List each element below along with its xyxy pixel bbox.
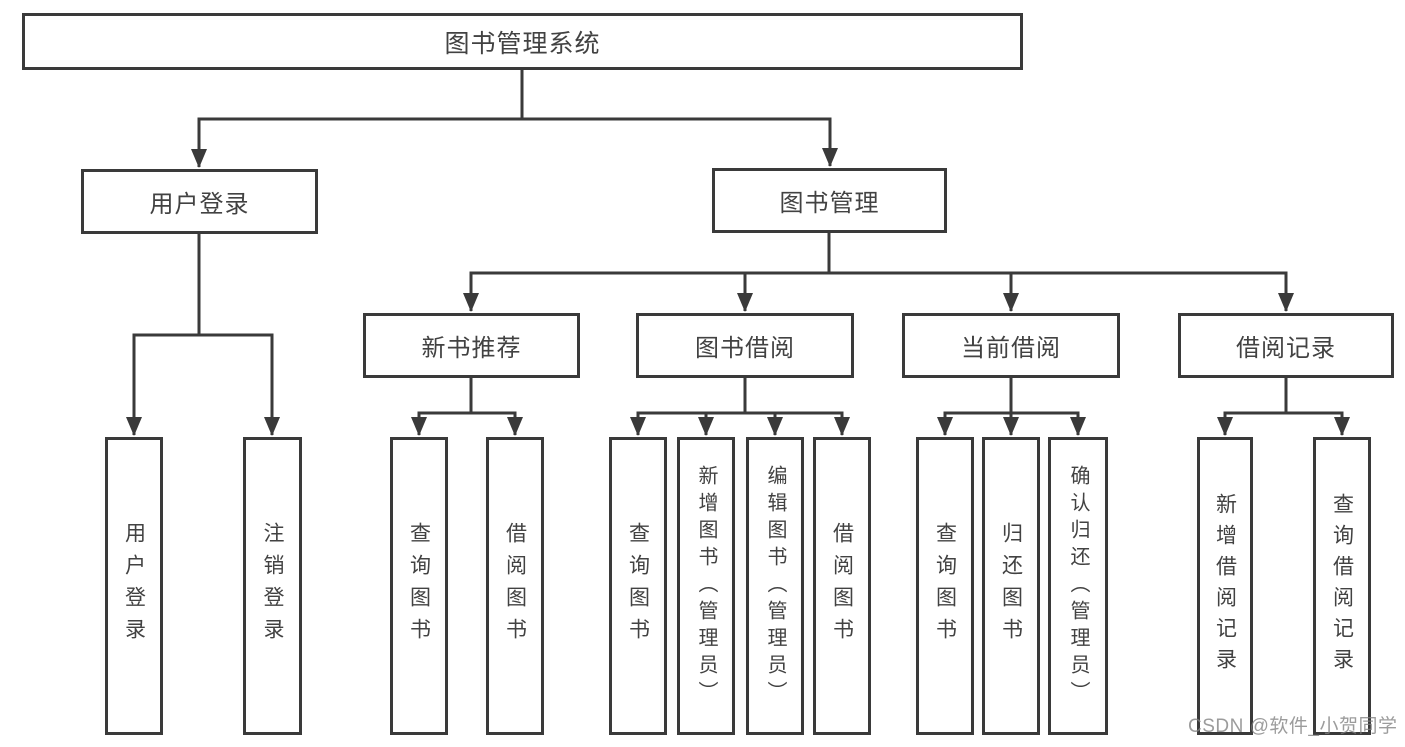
- node-current-borrow-label: 当前借阅: [961, 335, 1061, 362]
- leaf-query-books-recommend-label: 查询图书: [407, 522, 431, 650]
- node-book-borrow-label: 图书借阅: [695, 335, 795, 362]
- leaf-confirm-return-admin-label: 确认归还（管理员）: [1067, 464, 1089, 708]
- leaf-edit-books-admin-label: 编辑图书（管理员）: [764, 464, 786, 708]
- leaf-query-borrow-record: 查询借阅记录: [1313, 437, 1371, 735]
- node-root-system-label: 图书管理系统: [444, 29, 601, 58]
- leaf-borrow-books: 借阅图书: [813, 437, 871, 735]
- leaf-return-books-label: 归还图书: [999, 522, 1023, 650]
- node-book-management: 图书管理: [712, 168, 947, 233]
- csdn-watermark: CSDN @软件_小贺同学: [1188, 716, 1398, 737]
- leaf-user-login-label: 用户登录: [122, 522, 146, 650]
- leaf-query-books-borrow-label: 查询图书: [626, 522, 650, 650]
- leaf-add-books-admin-label: 新增图书（管理员）: [695, 464, 717, 708]
- node-user-login: 用户登录: [81, 169, 318, 234]
- leaf-add-books-admin: 新增图书（管理员）: [677, 437, 735, 735]
- node-borrow-record-label: 借阅记录: [1236, 335, 1336, 362]
- leaf-user-login: 用户登录: [105, 437, 163, 735]
- leaf-add-borrow-record-label: 新增借阅记录: [1213, 493, 1237, 679]
- leaf-return-books: 归还图书: [982, 437, 1040, 735]
- leaf-confirm-return-admin: 确认归还（管理员）: [1048, 437, 1108, 735]
- leaf-borrow-books-label: 借阅图书: [830, 522, 854, 650]
- node-book-management-label: 图书管理: [779, 190, 880, 217]
- leaf-query-books-borrow: 查询图书: [609, 437, 667, 735]
- leaf-edit-books-admin: 编辑图书（管理员）: [746, 437, 804, 735]
- leaf-query-books-current-label: 查询图书: [933, 522, 957, 650]
- leaf-query-books-recommend: 查询图书: [390, 437, 448, 735]
- leaf-borrow-books-recommend: 借阅图书: [486, 437, 544, 735]
- node-new-book-recommend-label: 新书推荐: [421, 335, 522, 362]
- leaf-query-books-current: 查询图书: [916, 437, 974, 735]
- leaf-borrow-books-recommend-label: 借阅图书: [503, 522, 527, 650]
- leaf-logout-login: 注销登录: [243, 437, 302, 735]
- leaf-query-borrow-record-label: 查询借阅记录: [1330, 493, 1354, 679]
- node-current-borrow: 当前借阅: [902, 313, 1120, 378]
- leaf-add-borrow-record: 新增借阅记录: [1197, 437, 1253, 735]
- node-book-borrow: 图书借阅: [636, 313, 854, 378]
- leaf-logout-login-label: 注销登录: [261, 522, 284, 650]
- node-borrow-record: 借阅记录: [1178, 313, 1394, 378]
- node-new-book-recommend: 新书推荐: [363, 313, 580, 378]
- node-root-system: 图书管理系统: [22, 13, 1023, 70]
- node-user-login-label: 用户登录: [149, 191, 250, 218]
